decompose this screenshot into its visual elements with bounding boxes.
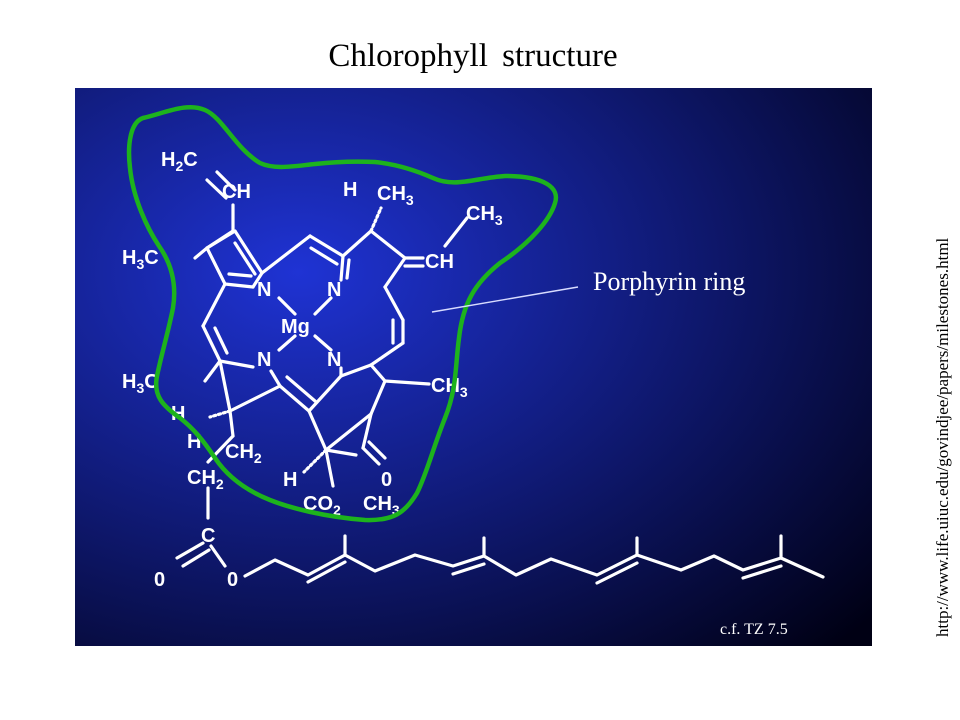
label-ch3-ester: CH3 — [363, 493, 400, 518]
label-n-upper-left: N — [257, 279, 271, 301]
label-mg: Mg — [281, 316, 310, 338]
label-h-bottom: H — [283, 469, 297, 491]
chlorophyll-diagram-panel: H2C CH H CH3 CH3 CH H3C N N Mg N N H3C C… — [75, 88, 872, 646]
label-h3c-left-upper: H3C — [122, 247, 159, 272]
label-n-upper-right: N — [327, 279, 341, 301]
label-ch3-top: CH3 — [377, 183, 414, 208]
panel-background — [75, 88, 872, 646]
label-n-lower-right: N — [327, 349, 341, 371]
label-ch2-lower: CH2 — [225, 441, 262, 466]
label-h2c-vinyl: H2C — [161, 149, 198, 174]
source-url: http://www.life.uiuc.edu/govindjee/paper… — [933, 237, 952, 637]
molecule-bonds — [175, 170, 825, 585]
porphyrin-ring-outline — [126, 104, 559, 523]
reference-label: c.f. TZ 7.5 — [720, 621, 788, 638]
label-o-keto: 0 — [381, 469, 392, 491]
label-ch-vinyl: CH — [222, 181, 251, 203]
label-ch2-chain: CH2 — [187, 467, 224, 492]
label-n-lower-left: N — [257, 349, 271, 371]
label-c-ester: C — [201, 525, 215, 547]
label-ch3-ethyl: CH3 — [466, 203, 503, 228]
label-co2: CO2 — [303, 493, 341, 518]
label-o-single: 0 — [227, 569, 238, 591]
label-o-double: 0 — [154, 569, 165, 591]
porphyrin-ring-label: Porphyrin ring — [593, 267, 745, 296]
porphyrin-pointer-line — [431, 286, 579, 313]
label-h-top: H — [343, 179, 357, 201]
label-ch-ethyl: CH — [425, 251, 454, 273]
chlorophyll-diagram: H2C CH H CH3 CH3 CH H3C N N Mg N N H3C C… — [75, 88, 872, 646]
page-title: Chlorophyll structure — [328, 38, 618, 74]
